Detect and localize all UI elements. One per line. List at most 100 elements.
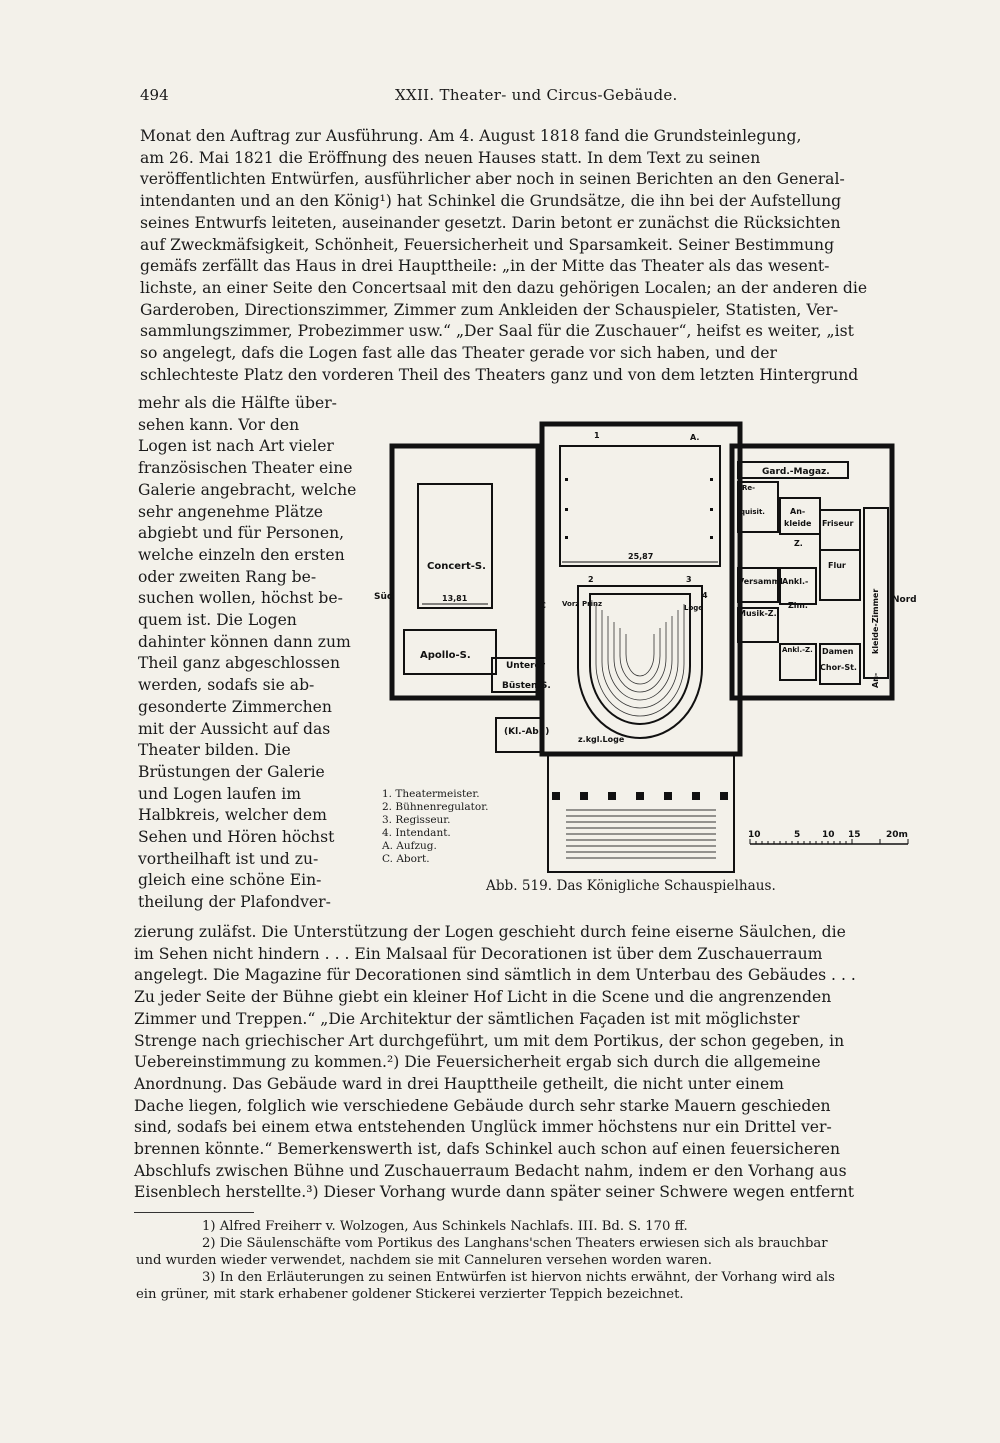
label-chor: Chor-St.: [820, 663, 857, 672]
text-line: Monat den Auftrag zur Ausführung. Am 4. …: [140, 127, 802, 145]
plan-apollo-hall: [403, 629, 497, 675]
plan-steps: [566, 809, 716, 859]
plan-room: [819, 549, 861, 601]
plan-room-gard: [737, 461, 849, 479]
label-kl-abl: (Kl.-Abl.): [504, 727, 549, 737]
text-line: veröffentlichten Entwürfen, ausführliche…: [140, 170, 845, 189]
plan-room: [779, 497, 821, 535]
scale-label: 15: [848, 830, 861, 840]
footnote: 3) In den Erläuterungen zu seinen Entwür…: [202, 1270, 835, 1285]
plan-portico: [547, 753, 735, 873]
label-gard-magaz: Gard.-Magaz.: [762, 467, 830, 477]
plan-room: [819, 509, 861, 551]
figure-legend: 1. Theatermeister. 2. Bühnenregulator. 3…: [382, 788, 488, 866]
text-line: Garderoben, Directionszimmer, Zimmer zum…: [140, 300, 839, 319]
text-line: Anordnung. Das Gebäude ward in drei Haup…: [134, 1074, 784, 1093]
scale-label: 10: [748, 830, 761, 840]
label-unterer: Unterer: [506, 661, 546, 671]
label-prinz: Prinz: [582, 600, 602, 608]
plan-portico-columns: [552, 792, 728, 800]
label-3: 3: [686, 575, 692, 584]
text-line: Zimmer und Treppen.“ „Die Architektur de…: [134, 1009, 800, 1028]
plan-seating: [595, 604, 685, 717]
footnotes: 1) Alfred Freiherr v. Wolzogen, Aus Schi…: [136, 1218, 918, 1303]
label-z: Z.: [794, 539, 803, 548]
text-line: brennen könnte.“ Bemerkenswerth ist, daf…: [134, 1140, 840, 1159]
legend-item: 2. Bühnenregulator.: [382, 801, 489, 813]
text-line: sehen kann. Vor den: [138, 415, 300, 434]
plan-room: [737, 607, 779, 643]
text-line: werden, sodafs sie ab-: [138, 676, 315, 695]
floor-plan-figure: Concert-S. Apollo-S. Süd Nord 13,81 25,8…: [374, 421, 917, 873]
text-line: welche einzeln den ersten: [138, 545, 345, 564]
label-c: C: [540, 601, 546, 610]
text-line: oder zweiten Rang be-: [138, 567, 317, 586]
text-line: seines Entwurfs leiteten, auseinander ge…: [140, 213, 841, 232]
label-an: An-: [790, 507, 805, 516]
text-line: abgiebt und für Personen,: [138, 524, 345, 543]
plan-wall-center: [539, 421, 743, 757]
plan-room: [779, 643, 817, 681]
label-musik: Musik-Z.: [738, 609, 777, 618]
text-line: Eisenblech herstellte.³) Dieser Vorhang …: [134, 1183, 855, 1202]
label-quisit: quisit.: [740, 508, 765, 516]
text-line: angelegt. Die Magazine für Decorationen …: [134, 966, 856, 985]
label-concert-hall: Concert-S.: [427, 561, 486, 572]
body-text-bottom: zierung zuläfst. Die Unterstützung der L…: [134, 922, 918, 1204]
footnote: 2) Die Säulenschäfte vom Portikus des La…: [202, 1236, 828, 1251]
footnote: 1) Alfred Freiherr v. Wolzogen, Aus Schi…: [202, 1219, 688, 1234]
label-apollo-hall: Apollo-S.: [420, 650, 471, 661]
text-line: schlechteste Platz den vorderen Theil de…: [140, 365, 859, 384]
text-line: Zu jeder Seite der Bühne giebt ein klein…: [134, 988, 832, 1007]
scale-label: 10: [822, 830, 835, 840]
text-line: Dache liegen, folglich wie verschiedene …: [134, 1096, 831, 1115]
label-south: Süd: [374, 592, 393, 602]
label-1: 1: [594, 431, 600, 440]
plan-wall-south-wing: [389, 443, 541, 701]
text-line: und Logen laufen im: [138, 784, 302, 803]
footnote: ein grüner, mit stark erhabener goldener…: [136, 1287, 684, 1302]
text-line: so angelegt, dafs die Logen fast alle da…: [140, 344, 777, 363]
text-line: im Sehen nicht hindern . . . Ein Malsaal…: [134, 944, 823, 963]
label-vorz: Vorz: [562, 600, 579, 608]
footnote: und wurden wieder verwendet, nachdem sie…: [136, 1253, 712, 1268]
text-line: sammlungszimmer, Probezimmer usw.“ „Der …: [140, 322, 854, 341]
text-line: dahinter können dann zum: [138, 632, 351, 651]
legend-item: 3. Regisseur.: [382, 814, 451, 826]
body-text-top: Monat den Auftrag zur Ausführung. Am 4. …: [140, 126, 920, 386]
text-line: zierung zuläfst. Die Unterstützung der L…: [134, 923, 846, 941]
text-line: Galerie angebracht, welche: [138, 480, 357, 499]
text-line: Halbkreis, welcher dem: [138, 806, 327, 825]
label-4: 4: [702, 591, 708, 600]
text-line: Theater bilden. Die: [138, 741, 291, 760]
running-title: XXII. Theater- und Circus-Gebäude.: [395, 86, 678, 104]
text-line: auf Zweckmäfsigkeit, Schönheit, Feuersic…: [140, 235, 835, 254]
label-ankl: Ankl.-: [782, 577, 808, 586]
text-line: suchen wollen, höchst be-: [138, 589, 343, 608]
label-flur: Flur: [828, 561, 846, 570]
label-damen: Damen: [822, 647, 854, 656]
text-line: theilung der Plafondver-: [138, 893, 331, 912]
label-zim: Zim.: [788, 601, 808, 610]
label-kgl-loge: z.kgl.Loge: [578, 735, 625, 744]
text-line: vortheilhaft ist und zu-: [138, 849, 319, 868]
plan-room: [495, 717, 543, 753]
plan-auditorium: [577, 585, 703, 739]
label-ankl-z: Ankl.-Z.: [782, 646, 813, 654]
label-an-2: An-: [871, 673, 880, 688]
label-buesten-saal: Büsten.S.: [502, 681, 551, 691]
text-line: Abschlufs zwischen Bühne und Zuschauerra…: [134, 1161, 847, 1180]
label-a: A.: [690, 433, 699, 442]
label-versamml: Versamml: [738, 577, 783, 586]
plan-concert-hall: [417, 483, 493, 609]
label-kleide: kleide: [784, 519, 812, 528]
plan-room: [819, 643, 861, 685]
label-kleide-zimmer: kleide-Zimmer: [871, 589, 880, 654]
body-text-column: mehr als die Hälfte über- sehen kann. Vo…: [138, 393, 357, 914]
text-line: Sehen und Hören höchst: [138, 828, 335, 847]
text-line: gleich eine schöne Ein-: [138, 871, 322, 890]
page-number: 494: [140, 86, 169, 104]
text-line: intendanten und an den König¹) hat Schin…: [140, 192, 842, 211]
text-line: sehr angenehme Plätze: [138, 502, 324, 521]
text-line: französischen Theater eine: [138, 459, 353, 478]
